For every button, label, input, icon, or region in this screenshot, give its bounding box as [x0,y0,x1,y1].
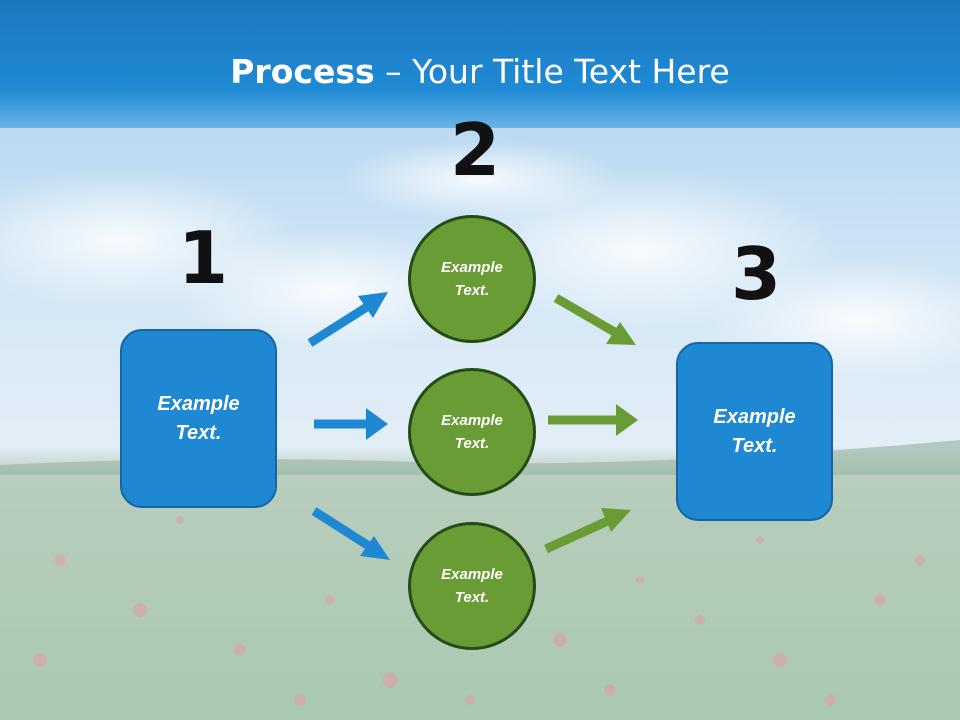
green-arrow-up [544,508,631,554]
step-number-3: 3 [731,232,782,316]
green-arrow-down [553,294,636,345]
right-box-line1: Example [713,405,796,428]
title-bar [0,0,960,128]
left-box-line1: Example [157,392,240,415]
circle-middle-line1: Example [441,412,503,429]
blue-arrow-down [311,507,390,560]
title-bold: Process [230,52,375,91]
circle-top-line2: Text. [454,282,490,299]
circle-bottom-line2: Text. [454,589,490,606]
circle-middle-line2: Text. [454,435,490,452]
blue-arrow-up [307,292,388,347]
circle-top-line1: Example [441,259,503,276]
blue-arrow-right [314,408,388,440]
green-arrow-right [548,404,638,436]
left-box-line2: Text. [175,421,222,444]
circle-bottom-line1: Example [441,566,503,583]
right-box-line2: Text. [731,434,778,457]
title-rest: – Your Title Text Here [374,52,730,91]
step-number-1: 1 [178,216,229,300]
slide-title: Process – Your Title Text Here [0,52,960,91]
step-number-2: 2 [450,108,501,192]
